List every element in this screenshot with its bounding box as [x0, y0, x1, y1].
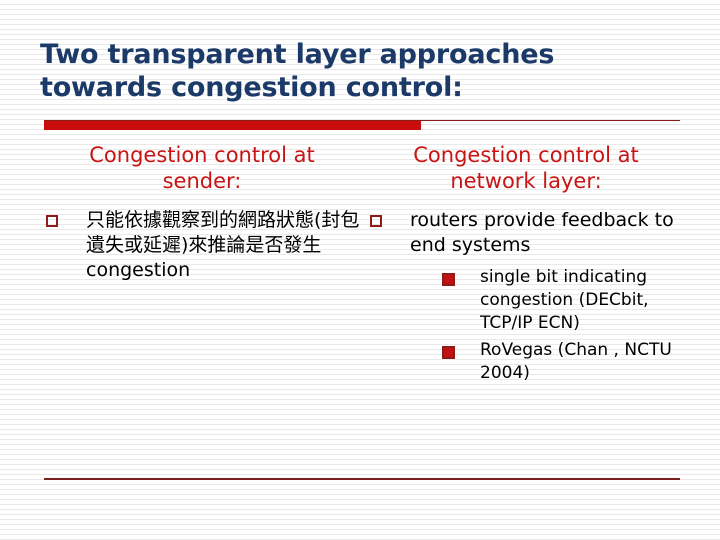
column-network-layer: Congestion control at network layer: rou…: [364, 142, 688, 385]
filled-square-bullet-icon: [442, 273, 455, 286]
sub-list-item-label: single bit indicating congestion (DECbit…: [480, 267, 649, 333]
filled-square-bullet-icon: [442, 346, 455, 359]
title-divider-bar: [44, 121, 421, 130]
bottom-divider: [44, 478, 680, 480]
sub-list-item: RoVegas (Chan , NCTU 2004): [434, 339, 688, 385]
sub-list-item-label: RoVegas (Chan , NCTU 2004): [480, 340, 672, 383]
list-item-label: 只能依據觀察到的網路狀態(封包遺失或延遲)來推論是否發生 congestion: [86, 209, 360, 281]
sub-list: single bit indicating congestion (DECbit…: [410, 266, 688, 385]
list-item-label: routers provide feedback to end systems: [410, 209, 674, 256]
list-item: 只能依據觀察到的網路狀態(封包遺失或延遲)來推論是否發生 congestion: [40, 208, 364, 283]
hollow-square-bullet-icon: [370, 215, 382, 227]
sub-list-item: single bit indicating congestion (DECbit…: [434, 266, 688, 335]
page-title: Two transparent layer approaches towards…: [40, 39, 555, 103]
title-divider: [44, 120, 680, 130]
column-sender: Congestion control at sender: 只能依據觀察到的網路…: [40, 142, 364, 283]
hollow-square-bullet-icon: [46, 215, 58, 227]
column-heading-sender: Congestion control at sender:: [89, 143, 315, 193]
column-heading-network-layer: Congestion control at network layer:: [413, 143, 639, 193]
title-divider-hairline: [44, 120, 680, 121]
list-item: routers provide feedback to end systems …: [364, 208, 688, 385]
